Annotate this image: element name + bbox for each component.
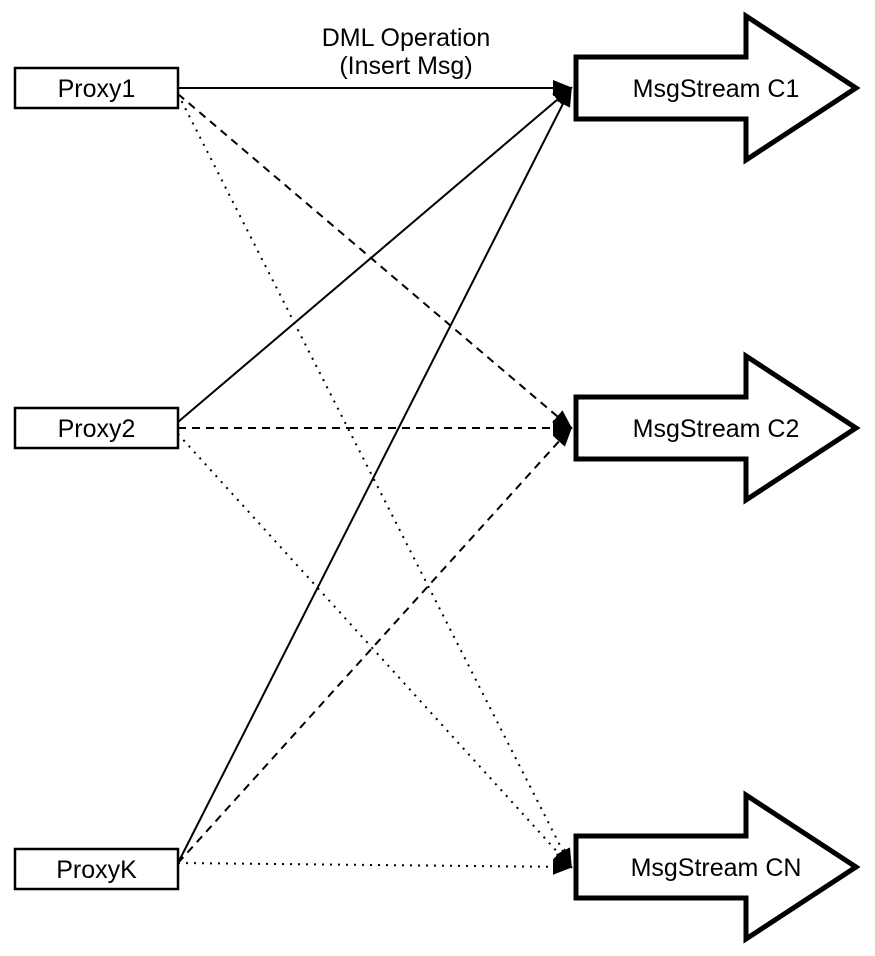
dml-operation-label-line1: DML Operation (322, 24, 491, 52)
stream-arrow-shape (573, 11, 861, 165)
stream-node-c2: MsgStream C2 (573, 351, 861, 505)
proxy-box (13, 406, 180, 450)
stream-node-cn: MsgStream CN (573, 790, 861, 944)
stream-node-c1: MsgStream C1 (573, 11, 861, 165)
connection-proxy2-cn (177, 433, 573, 869)
proxy-label: Proxy2 (58, 415, 136, 443)
connection-proxy1-c2 (177, 93, 573, 430)
connection-proxyk-c1 (177, 86, 572, 864)
stream-arrow-shape (573, 351, 861, 505)
stream-arrow-shape (573, 790, 861, 944)
proxy-label: ProxyK (56, 856, 137, 884)
proxy-node-proxy1: Proxy1 (13, 66, 180, 110)
connection-proxy1-cn (177, 93, 572, 869)
proxy-node-proxyk: ProxyK (13, 847, 180, 891)
stream-label: MsgStream CN (631, 854, 802, 882)
connection-lines (177, 80, 573, 875)
connection-proxyk-cn (177, 858, 573, 875)
stream-label: MsgStream C1 (633, 75, 800, 103)
proxy-label: Proxy1 (58, 75, 136, 103)
proxy-box (13, 66, 180, 110)
stream-label: MsgStream C2 (633, 415, 800, 443)
dml-operation-label-line2: (Insert Msg) (339, 52, 472, 80)
proxy-node-proxy2: Proxy2 (13, 406, 180, 450)
connection-proxyk-c2 (177, 426, 573, 864)
proxy-box (13, 847, 180, 891)
connection-proxy2-c1 (177, 86, 573, 423)
